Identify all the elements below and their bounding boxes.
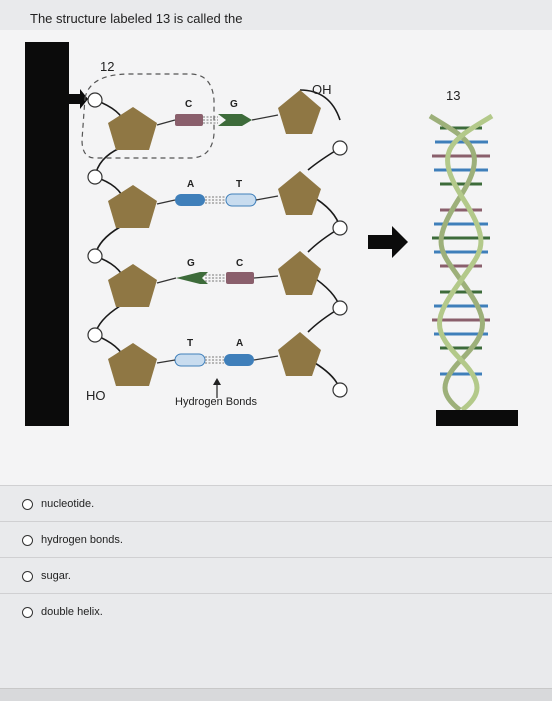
right-link-1 [299,89,341,121]
pointer-arrow [69,89,88,109]
phosphate-circle [87,248,103,264]
base-letter-left: G [187,258,195,269]
label-12: 12 [100,59,114,74]
base-right [218,114,252,126]
phosphate-circle [332,140,348,156]
sugar-pentagon [278,251,321,295]
option-label: hydrogen bonds. [41,534,123,546]
phosphate-circle [332,220,348,236]
base-letter-right: G [230,99,238,110]
nucleotide-bracket [81,73,215,159]
sugar-pentagon [108,264,157,307]
base-letter-right: C [236,258,243,269]
base-pair-3: G C [156,258,279,284]
radio-icon[interactable] [22,606,33,618]
sugar-pentagon [108,185,157,228]
sugar-pentagon [278,90,321,134]
label-13: 13 [446,88,460,103]
phosphate-circle [87,327,103,343]
label-ho: HO [86,388,106,403]
question-text: The structure labeled 13 is called the [30,11,243,26]
right-arrow [368,226,408,258]
option-label: sugar. [41,570,71,582]
sugar-pentagon [278,171,321,215]
option-nucleotide[interactable]: nucleotide. [0,485,552,522]
sugar-pentagon [278,332,321,376]
hydrogen-bonds-caption: Hydrogen Bonds [175,396,257,408]
double-helix [428,113,518,426]
sugar-pentagon [108,343,157,386]
left-sugars [108,107,157,386]
radio-icon[interactable] [22,570,33,582]
radio-icon[interactable] [22,498,33,510]
phosphate-circle [332,382,348,398]
label-oh: OH [312,82,332,97]
bottom-strip [0,688,552,701]
option-hydrogen-bonds[interactable]: hydrogen bonds. [0,521,552,558]
helix-strand-b [437,113,494,412]
base-letter-left: T [187,338,193,349]
base-letter-left: A [187,179,194,190]
dna-diagram: 12 [25,42,518,426]
helix-strand-a [428,113,485,412]
radio-icon[interactable] [22,534,33,546]
option-label: double helix. [41,606,103,618]
phosphate-circle [87,92,103,108]
phosphate-circle [87,169,103,185]
option-label: nucleotide. [41,498,95,510]
dna-figure-panel: 12 [0,30,552,485]
phosphate-circle [332,300,348,316]
sugar-pentagon [108,107,157,150]
base-letter-right: T [236,179,242,190]
base-left [175,194,205,206]
base-right [224,354,254,366]
base-pair-2: A T [156,179,279,207]
base-left [176,272,208,284]
base-letter-left: C [185,99,192,110]
right-sugars [278,90,321,376]
option-double-helix[interactable]: double helix. [0,593,552,630]
base-left [175,114,203,126]
base-letter-right: A [236,338,243,349]
base-pair-1: C G [156,99,279,126]
base-right [225,193,257,207]
base-left [174,353,206,367]
backbone-bar [25,42,69,426]
option-sugar[interactable]: sugar. [0,557,552,594]
base-right [226,272,254,284]
helix-base-bar [436,410,518,426]
base-pair-4: T A [156,338,279,367]
